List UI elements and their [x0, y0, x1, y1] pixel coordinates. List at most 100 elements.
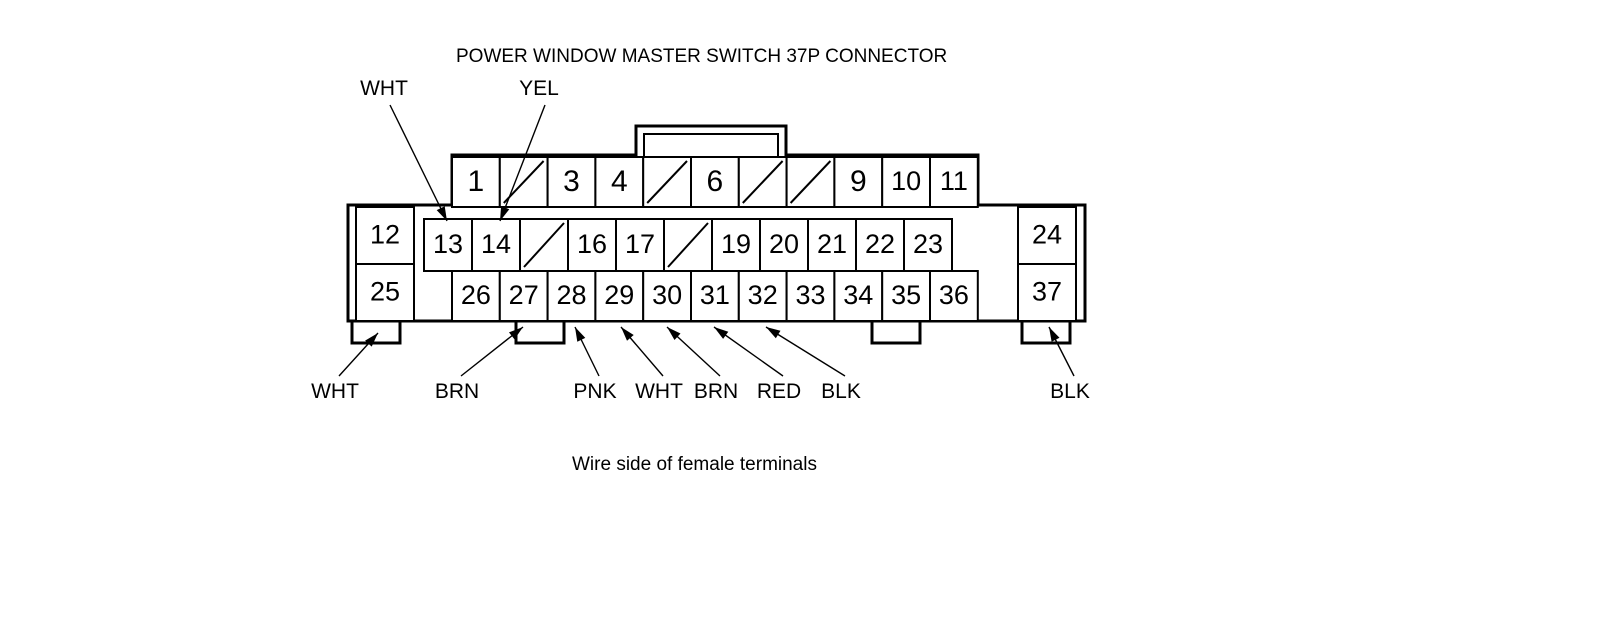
pin-number-31: 31	[700, 280, 730, 310]
blank-cavity-slash-8	[789, 160, 832, 204]
pin-number-24: 24	[1032, 220, 1062, 250]
connector-tab-3	[870, 319, 922, 345]
terminal-cavity-1	[451, 156, 501, 208]
terminal-cavity-4	[594, 156, 645, 208]
terminal-cavity-16	[567, 218, 617, 272]
wire-leader-bottom-25-arrowhead	[365, 333, 378, 347]
bottom-row: 26 27 28 29 30 31 32 33 34 35 36	[451, 270, 979, 322]
terminal-7	[737, 156, 788, 208]
wire-leader-top-14-arrowhead	[500, 206, 510, 221]
terminal-37: 37	[1017, 263, 1077, 322]
terminal-34: 34	[833, 270, 884, 322]
wire-label-pin-28: PNK	[573, 380, 616, 403]
wire-leader-top-14-line	[499, 104, 546, 222]
wire-label-pin-14: YEL	[519, 77, 559, 100]
pin-number-21: 21	[817, 229, 847, 259]
terminal-cavity-26	[451, 270, 501, 322]
pin-number-6: 6	[707, 165, 724, 198]
connector-tab-4	[1020, 319, 1072, 345]
terminal-8	[785, 156, 836, 208]
wire-leader-bottom-29-arrowhead	[621, 327, 634, 341]
pin-number-19: 19	[721, 229, 751, 259]
terminal-cavity-9	[833, 156, 884, 208]
terminal-30: 30	[642, 270, 693, 322]
wire-leader-bottom-32-arrowhead	[766, 327, 781, 339]
terminal-2	[498, 156, 549, 208]
pin-number-26: 26	[461, 280, 491, 310]
pin-number-12: 12	[370, 220, 400, 250]
terminal-35: 35	[881, 270, 932, 322]
pin-number-28: 28	[556, 280, 586, 310]
wire-leader-bottom-30-arrowhead	[667, 327, 681, 340]
pin-number-3: 3	[563, 165, 580, 198]
pin-number-27: 27	[509, 280, 539, 310]
terminal-26: 26	[451, 270, 501, 322]
terminal-cavity-37	[1017, 263, 1077, 322]
wire-label-pin-29: WHT	[635, 380, 683, 403]
wire-leader-bottom-31-arrowhead	[714, 327, 729, 339]
pin-number-33: 33	[795, 280, 825, 310]
blank-cavity-slash-15	[523, 222, 565, 268]
pin-number-13: 13	[433, 229, 463, 259]
terminal-cavity-13	[423, 218, 473, 272]
wire-leader-top-13-line	[389, 104, 448, 222]
pin-number-1: 1	[468, 165, 485, 198]
terminal-36: 36	[929, 270, 979, 322]
diagram-title: POWER WINDOW MASTER SWITCH 37P CONNECTOR	[456, 46, 947, 67]
terminal-9: 9	[833, 156, 884, 208]
wire-leader-top-13-arrowhead	[436, 206, 447, 221]
terminal-14: 14	[471, 218, 521, 272]
connector-bottom-tabs	[350, 319, 1072, 345]
blank-cavity-slash-18	[667, 222, 709, 268]
terminal-33: 33	[785, 270, 836, 322]
terminal-cavity-25	[355, 263, 415, 322]
terminal-cavity-11	[929, 156, 979, 208]
terminal-cavity-35	[881, 270, 932, 322]
terminal-cavity-12	[355, 206, 415, 265]
terminal-32: 32	[737, 270, 788, 322]
pin-number-30: 30	[652, 280, 682, 310]
pin-number-22: 22	[865, 229, 895, 259]
terminal-21: 21	[807, 218, 857, 272]
terminal-cavity-27	[498, 270, 549, 322]
connector-tab-2	[514, 319, 566, 345]
terminal-17: 17	[615, 218, 665, 272]
wire-label-pin-37: BLK	[1050, 380, 1090, 403]
pin-number-9: 9	[850, 165, 867, 198]
terminal-cavity-34	[833, 270, 884, 322]
right-side-column: 24 37	[1017, 206, 1077, 322]
wire-label-pin-27: BRN	[435, 380, 479, 403]
wire-label-pin-13: WHT	[360, 77, 408, 100]
pin-number-32: 32	[748, 280, 778, 310]
wire-leader-lines	[338, 104, 1075, 377]
blank-cavity-slash-7	[742, 160, 784, 204]
terminal-1: 1	[451, 156, 501, 208]
pin-number-35: 35	[891, 280, 921, 310]
terminal-cavity-31	[690, 270, 740, 322]
pin-number-37: 37	[1032, 277, 1062, 307]
terminal-12: 12	[355, 206, 415, 265]
terminal-5	[642, 156, 693, 208]
terminal-cavity-36	[929, 270, 979, 322]
terminal-cavity-17	[615, 218, 665, 272]
wire-leader-bottom-27-arrowhead	[509, 327, 523, 340]
wire-label-pin-31: RED	[757, 380, 801, 403]
terminal-cavity-33	[785, 270, 836, 322]
terminal-13: 13	[423, 218, 473, 272]
pin-number-11: 11	[940, 166, 968, 196]
pin-number-34: 34	[843, 280, 873, 310]
terminal-20: 20	[759, 218, 809, 272]
blank-cavity-slash-5	[646, 160, 688, 204]
terminal-28: 28	[546, 270, 597, 322]
middle-row: 13 14 16 17 19 20 21 22 23	[423, 218, 953, 272]
pin-number-29: 29	[604, 280, 634, 310]
wire-leader-bottom-32-line	[765, 326, 846, 377]
pin-number-23: 23	[913, 229, 943, 259]
terminal-4: 4	[594, 156, 645, 208]
pin-number-16: 16	[577, 229, 607, 259]
terminal-19: 19	[711, 218, 761, 272]
